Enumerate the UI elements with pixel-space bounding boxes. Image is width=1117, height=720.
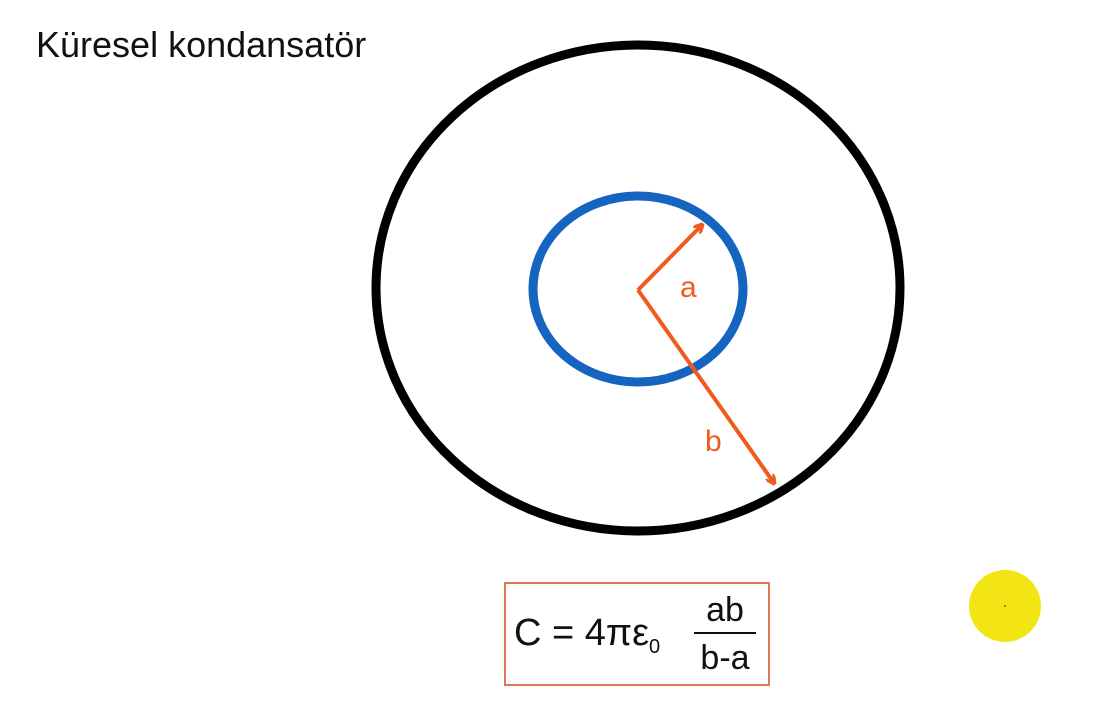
radius-a-label: a xyxy=(680,271,697,304)
outer-sphere xyxy=(371,40,905,536)
formula-numerator: ab xyxy=(706,591,744,629)
capacitance-formula: C = 4πε0 ab b-a xyxy=(504,582,770,686)
cursor-dot xyxy=(1004,605,1006,607)
formula-lhs: C = 4πε0 xyxy=(514,612,661,658)
slide-title: Küresel kondansatör xyxy=(36,24,367,65)
formula-lhs-text: C = 4πε xyxy=(514,612,650,654)
inner-sphere xyxy=(528,191,748,387)
formula-fraction: ab b-a xyxy=(694,590,756,678)
radius-b-label: b xyxy=(705,425,722,458)
formula-subscript: 0 xyxy=(649,636,661,658)
fraction-bar xyxy=(694,632,756,634)
cursor-highlight xyxy=(969,570,1041,642)
formula-denominator: b-a xyxy=(700,639,750,677)
radius-a-arrow xyxy=(636,225,702,292)
radius-b-arrow xyxy=(636,288,774,483)
